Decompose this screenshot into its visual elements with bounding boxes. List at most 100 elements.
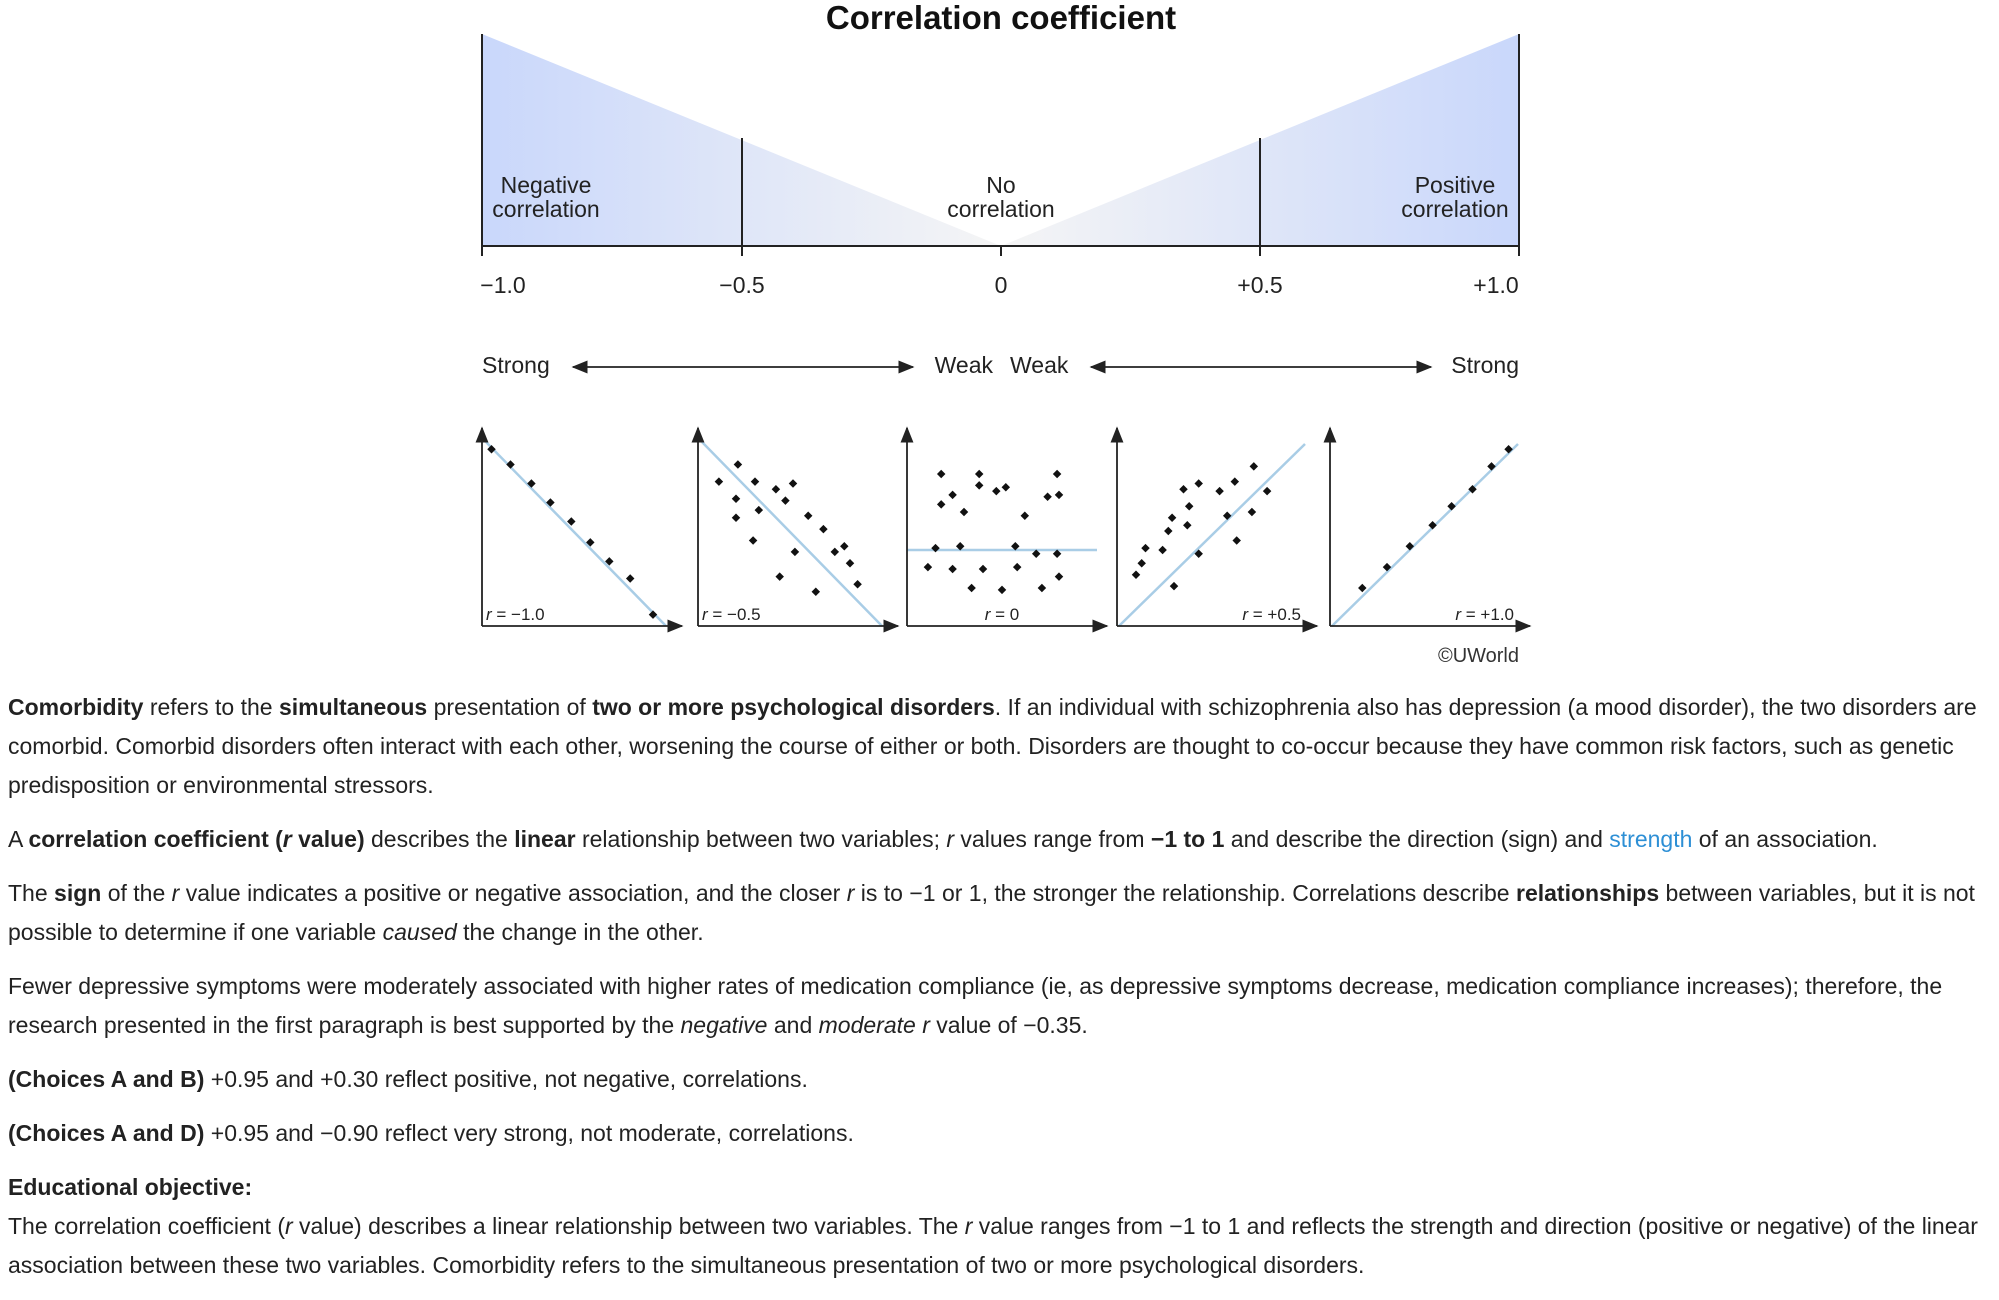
data-point <box>1194 549 1203 559</box>
data-point <box>959 507 969 517</box>
no-corr-label-2: correlation <box>947 196 1054 222</box>
negative-label-1: Negative <box>501 172 592 198</box>
data-point <box>1358 583 1367 593</box>
data-point <box>1262 486 1272 496</box>
data-point <box>1054 490 1064 500</box>
data-point <box>1141 543 1150 553</box>
r-label: r = −1.0 <box>486 605 545 624</box>
data-point <box>1194 479 1203 488</box>
tick-label: +0.5 <box>1237 272 1282 298</box>
data-point <box>1249 462 1259 471</box>
correlation-figure: Correlation coefficient Negative correla… <box>475 0 1532 667</box>
data-point <box>803 511 813 521</box>
data-point <box>811 587 821 597</box>
data-point <box>1169 581 1179 591</box>
data-point <box>748 536 758 545</box>
data-point <box>1167 513 1177 522</box>
data-point <box>936 500 946 509</box>
scatter-plot: r = +1.0 <box>1323 426 1532 633</box>
data-point <box>1137 559 1146 568</box>
data-point <box>714 477 724 486</box>
data-point <box>788 479 798 488</box>
data-point <box>830 547 840 557</box>
data-point <box>978 564 988 574</box>
data-point <box>840 541 849 551</box>
data-point <box>1487 462 1496 471</box>
paragraph-correlation-coefficient: A correlation coefficient (r value) desc… <box>8 826 1878 852</box>
objective-heading-text: Educational objective: <box>8 1174 253 1200</box>
data-point <box>1504 445 1513 454</box>
scatter-plot: r = 0 <box>900 426 1109 633</box>
data-point <box>1052 549 1062 559</box>
data-point <box>1037 583 1047 593</box>
tick-label: +1.0 <box>1473 272 1518 298</box>
data-point <box>974 481 984 490</box>
paragraph-research: Fewer depressive symptoms were moderatel… <box>8 973 1943 1038</box>
data-point <box>546 498 555 507</box>
strength-strong-right: Strong <box>1451 352 1519 378</box>
data-point <box>790 547 800 557</box>
data-point <box>754 505 764 515</box>
data-point <box>648 610 658 619</box>
fit-line <box>1331 443 1519 627</box>
data-point <box>1428 521 1437 530</box>
data-point <box>853 579 862 589</box>
data-point <box>1247 507 1257 517</box>
data-point <box>955 541 965 551</box>
data-point <box>1020 511 1030 521</box>
strength-weak-left: Weak <box>935 352 994 378</box>
data-point <box>527 479 536 488</box>
data-point <box>923 562 933 572</box>
data-point <box>974 469 984 479</box>
data-point <box>992 486 1001 496</box>
fit-line <box>485 441 667 627</box>
data-point <box>1215 486 1224 496</box>
correlation-diagram: Correlation coefficient Negative correla… <box>475 0 1532 667</box>
data-point <box>1054 572 1064 581</box>
data-point <box>775 572 784 581</box>
data-point <box>586 538 595 547</box>
scatter-plots: r = −1.0 r = −0.5 r = 0 r = +0.5 r = +1.0 <box>475 426 1532 633</box>
data-point <box>1131 570 1141 579</box>
strength-strong-left: Strong <box>482 352 550 378</box>
r-label: r = +1.0 <box>1455 605 1514 624</box>
data-point <box>1052 469 1062 479</box>
data-point <box>936 469 946 479</box>
data-point <box>1468 484 1477 494</box>
data-point <box>1184 502 1194 511</box>
data-point <box>819 524 828 534</box>
tick-label: −0.5 <box>719 272 764 298</box>
positive-label-1: Positive <box>1415 172 1496 198</box>
data-point <box>1012 562 1022 572</box>
objective-heading: Educational objective: <box>8 1168 1993 1207</box>
data-point <box>1183 521 1192 530</box>
strength-weak-right: Weak <box>1010 352 1069 378</box>
data-point <box>1230 477 1240 486</box>
data-point <box>625 574 635 583</box>
data-point <box>948 490 957 500</box>
r-label: r = −0.5 <box>702 605 761 624</box>
data-point <box>1179 484 1188 494</box>
data-point <box>731 494 741 503</box>
data-point <box>731 513 741 522</box>
data-point <box>733 460 743 469</box>
r-label: r = +0.5 <box>1242 605 1301 624</box>
data-point <box>781 496 790 505</box>
data-point <box>1158 545 1167 555</box>
fit-line <box>1118 443 1306 627</box>
data-point <box>567 517 576 526</box>
data-point <box>1164 526 1173 536</box>
data-point <box>1232 536 1241 545</box>
paragraph-sign: The sign of the r value indicates a posi… <box>8 880 1975 945</box>
data-point <box>1405 541 1415 551</box>
figure-title: Correlation coefficient <box>826 0 1176 36</box>
paragraph-objective: The correlation coefficient (r value) de… <box>8 1213 1978 1278</box>
scale-lines <box>481 34 1520 256</box>
strength-link[interactable]: strength <box>1609 826 1693 852</box>
data-point <box>1031 549 1041 559</box>
data-point <box>1043 492 1052 502</box>
paragraph-choices-ab: (Choices A and B) +0.95 and +0.30 reflec… <box>8 1066 808 1092</box>
no-corr-label-1: No <box>986 172 1015 198</box>
r-label: r = 0 <box>985 605 1020 624</box>
scatter-plot: r = +0.5 <box>1110 426 1319 633</box>
